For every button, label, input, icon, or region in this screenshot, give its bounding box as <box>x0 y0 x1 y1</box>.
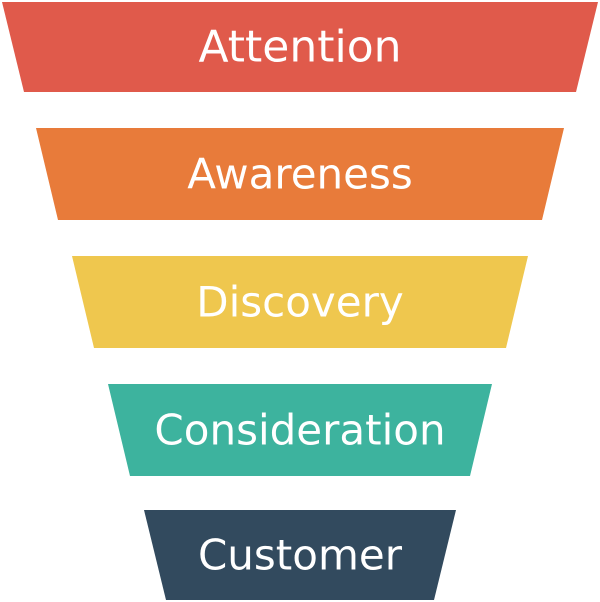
funnel-stage-customer-shape <box>144 510 456 600</box>
funnel-stage-customer-label: Customer <box>198 531 403 580</box>
funnel-stage-discovery-label: Discovery <box>196 278 404 327</box>
funnel-stage-consideration-shape <box>108 384 492 476</box>
funnel-stage-attention-label: Attention <box>198 22 401 73</box>
funnel-stage-awareness-label: Awareness <box>187 150 413 199</box>
funnel-stage-awareness: Awareness <box>36 128 564 220</box>
funnel-stage-consideration: Consideration <box>108 384 492 476</box>
funnel-stage-consideration-label: Consideration <box>154 406 445 455</box>
funnel-stage-awareness-shape <box>36 128 564 220</box>
funnel-stage-discovery: Discovery <box>72 256 528 348</box>
funnel-stage-attention: Attention <box>2 2 598 92</box>
funnel-stage-attention-shape <box>2 2 598 92</box>
funnel-stage-customer: Customer <box>144 510 456 600</box>
funnel-stage-discovery-shape <box>72 256 528 348</box>
